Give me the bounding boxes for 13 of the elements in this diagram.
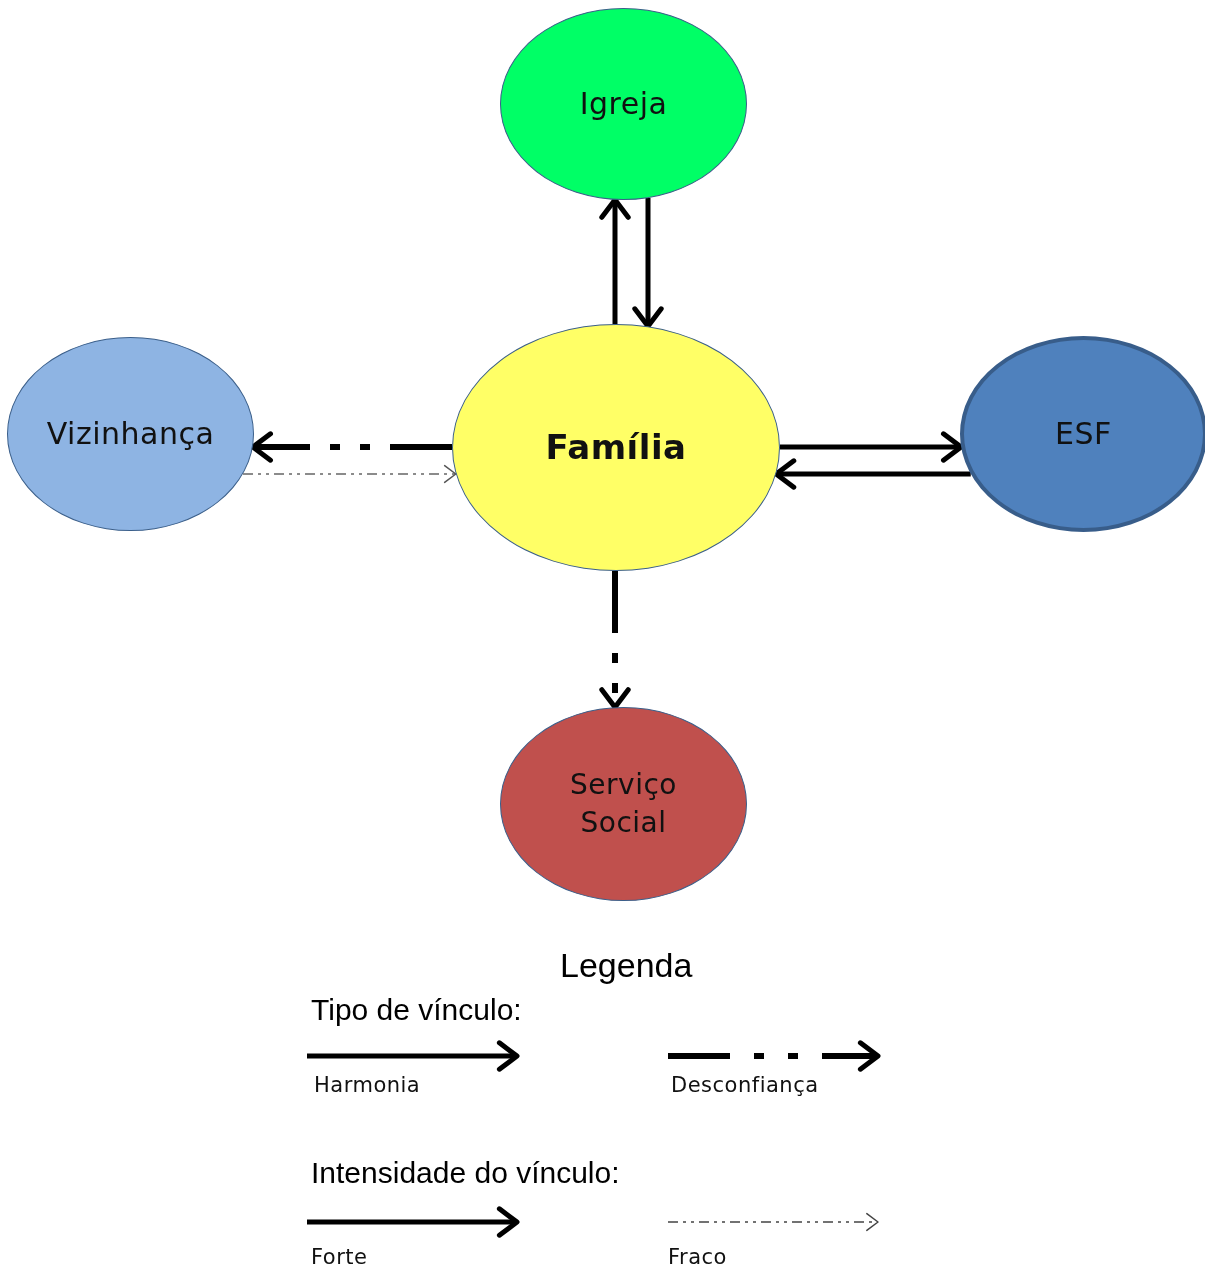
legend-label: Fraco <box>668 1245 727 1269</box>
legend-label: Harmonia <box>314 1073 421 1097</box>
node-label: Vizinhança <box>46 414 215 453</box>
node-label: Família <box>545 425 687 469</box>
node-label: Igreja <box>579 84 668 123</box>
legend-label: Forte <box>311 1245 368 1269</box>
legend-heading: Intensidade do vínculo: <box>311 1156 620 1190</box>
legend-label: Desconfiança <box>671 1073 819 1097</box>
node-label: Serviço Social <box>569 767 678 841</box>
legend-title: Legenda <box>560 946 693 985</box>
legend-heading: Tipo de vínculo: <box>311 993 522 1027</box>
arrow <box>632 198 664 329</box>
node-label: ESF <box>1055 414 1112 453</box>
